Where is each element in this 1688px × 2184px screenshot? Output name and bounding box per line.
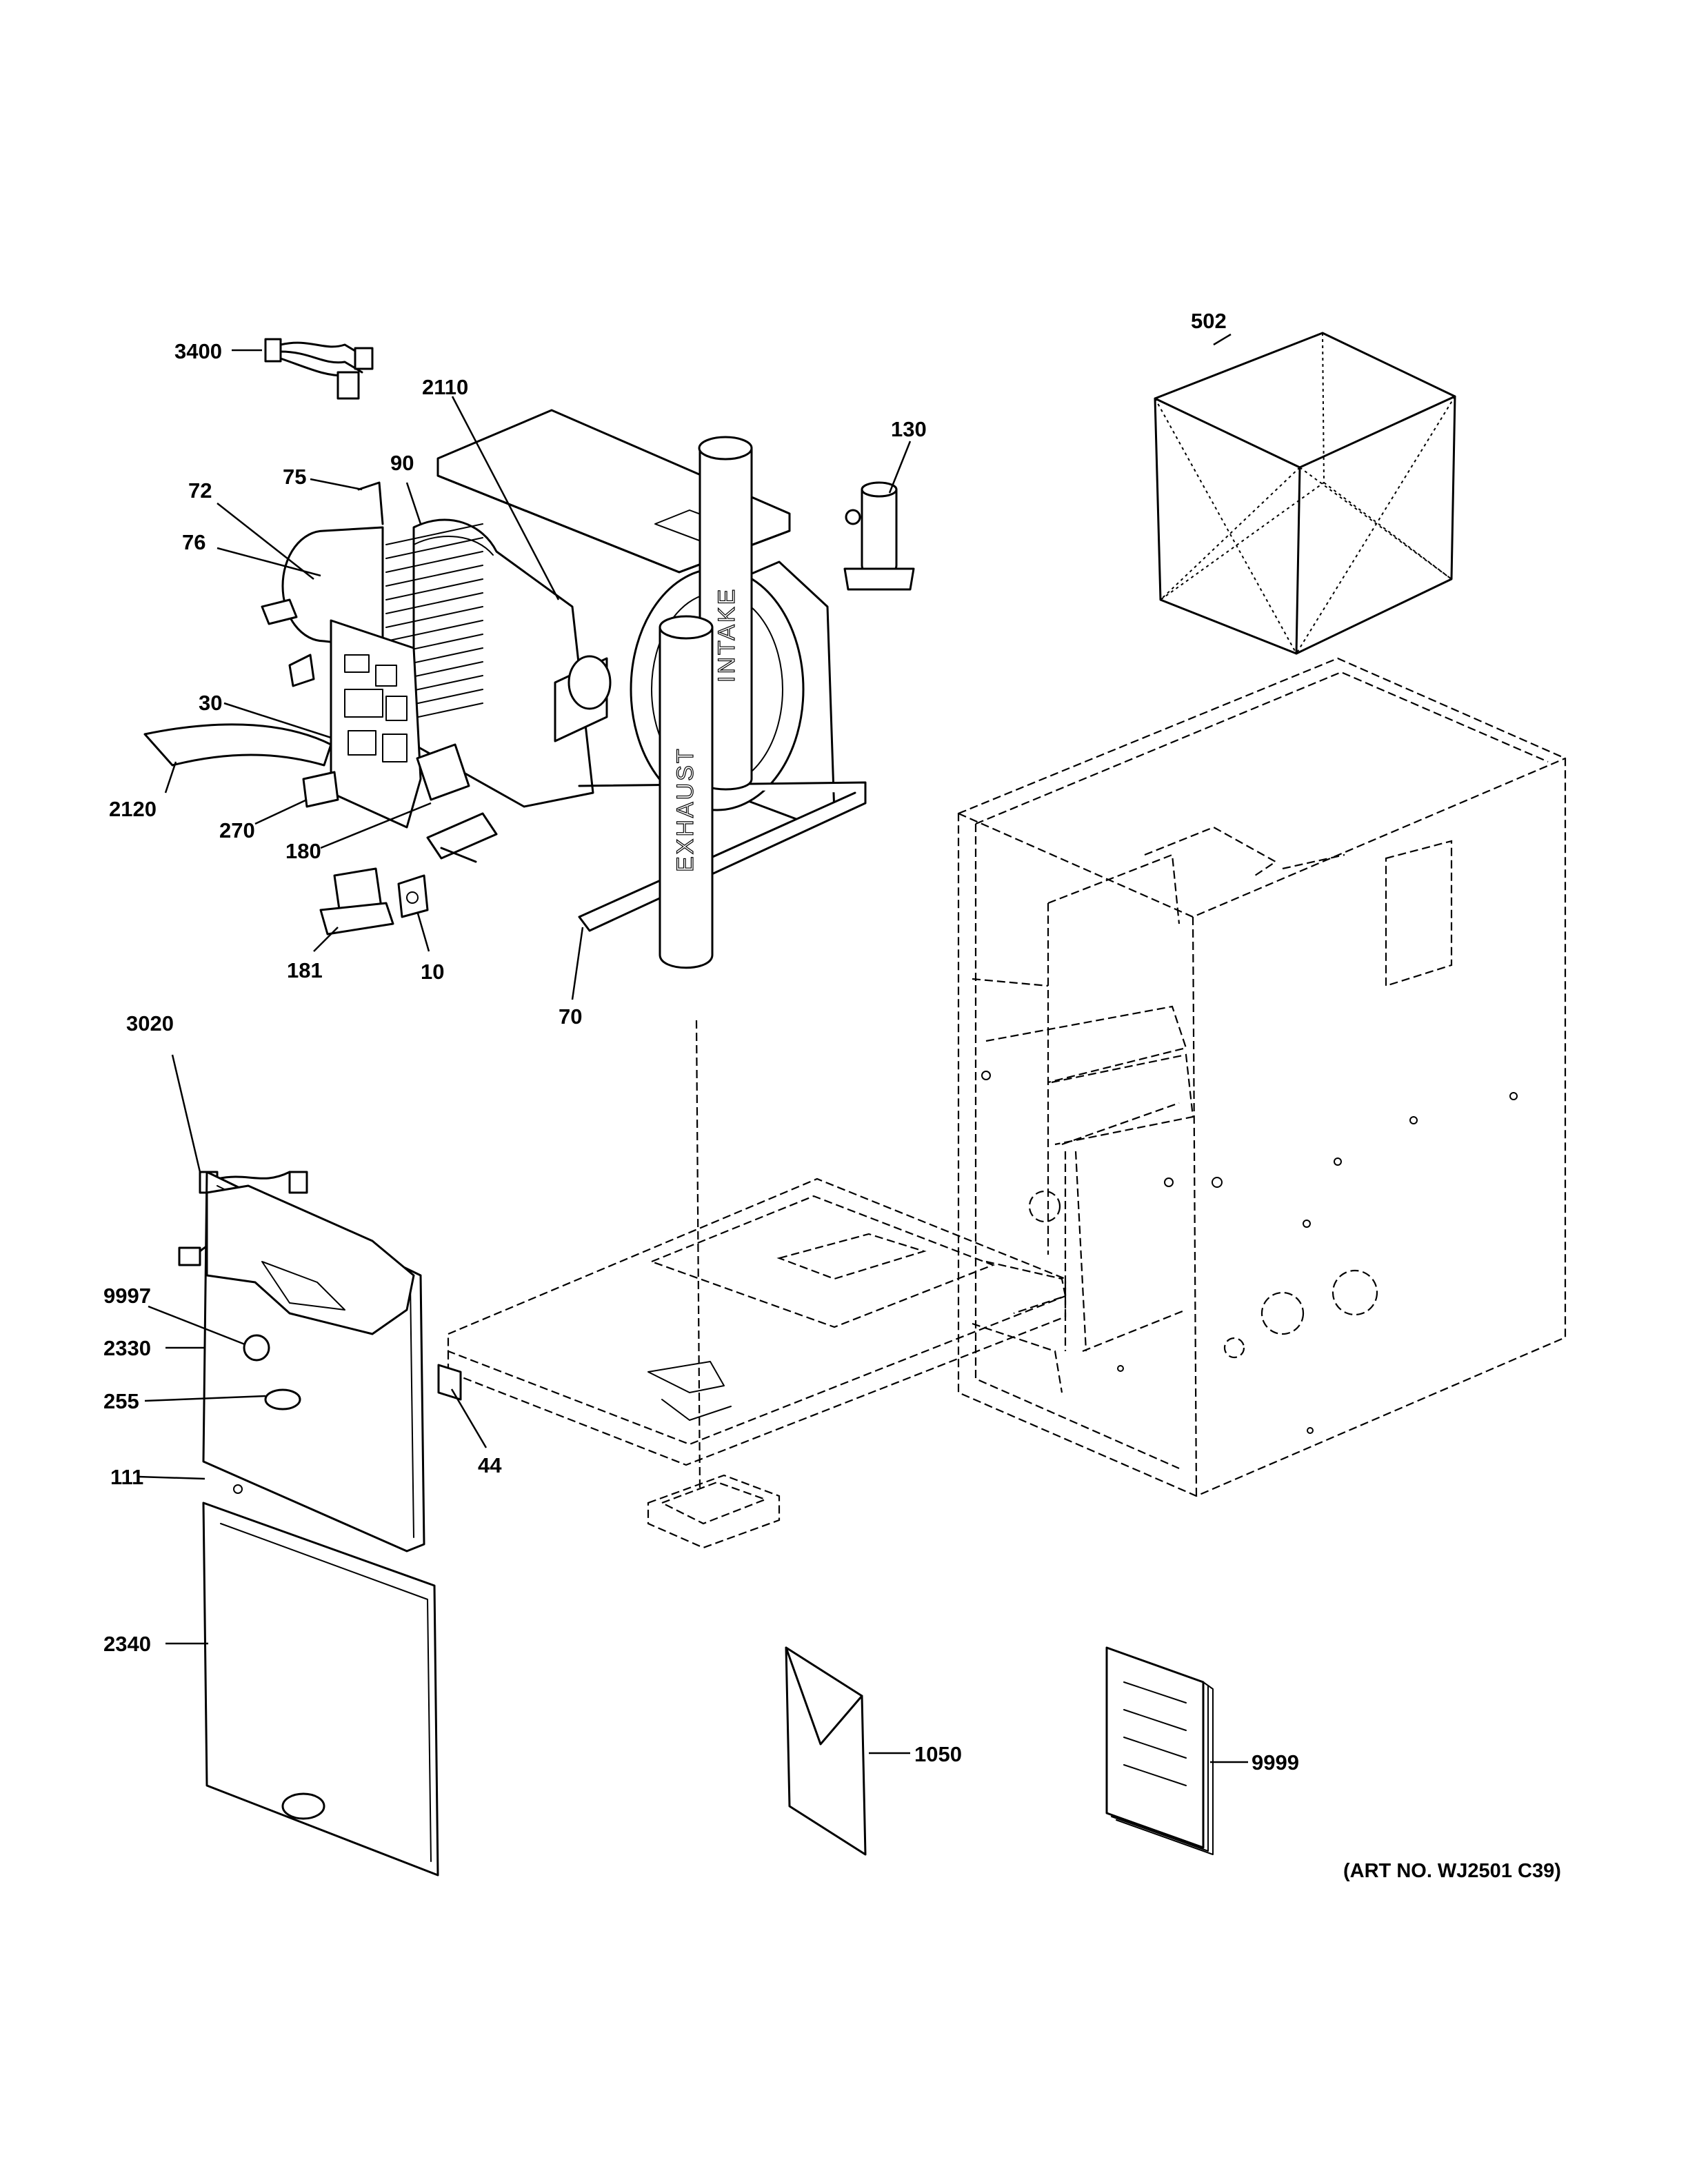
callout-181: 181	[287, 958, 323, 982]
pressure-switch	[397, 874, 429, 918]
callout-90: 90	[390, 451, 414, 475]
callout-9999: 9999	[1252, 1750, 1299, 1775]
filter-box	[1154, 332, 1456, 655]
callout-9997: 9997	[103, 1284, 151, 1308]
callout-70: 70	[559, 1004, 582, 1029]
wire-harness-3400	[264, 338, 374, 400]
callout-76: 76	[182, 530, 205, 554]
callout-255: 255	[103, 1389, 139, 1413]
base-plate	[447, 1020, 1067, 1549]
art-number: (ART NO. WJ2501 C39)	[1343, 1860, 1561, 1882]
callout-44: 44	[478, 1453, 502, 1477]
callout-3020: 3020	[126, 1011, 174, 1035]
callout-10: 10	[421, 960, 444, 984]
callout-130: 130	[891, 417, 927, 441]
callout-502: 502	[1191, 309, 1227, 333]
intake-pipe-label: INTAKE	[714, 587, 740, 682]
envelope	[785, 1646, 867, 1856]
callout-1050: 1050	[914, 1742, 962, 1766]
callout-72: 72	[188, 478, 212, 503]
leader-lines	[137, 333, 1248, 1763]
callout-2110: 2110	[422, 375, 468, 399]
blower-assembly	[143, 409, 867, 932]
callout-75: 75	[283, 465, 306, 489]
callout-labels: 3400 2110 502 130 75 90 72 76 30 2120 27…	[103, 309, 1299, 1775]
cabinet-outline	[957, 657, 1567, 1497]
upper-door-panel	[202, 1171, 425, 1553]
exhaust-pipe-label: EXHAUST	[672, 747, 699, 872]
callout-180: 180	[285, 839, 321, 863]
vent-pipes: EXHAUST INTAKE	[659, 436, 753, 969]
callout-30: 30	[199, 691, 222, 715]
transformer	[319, 867, 394, 936]
callout-111: 111	[110, 1465, 143, 1489]
callout-3400: 3400	[174, 339, 222, 363]
callout-2120: 2120	[109, 797, 157, 821]
callout-270: 270	[219, 818, 255, 842]
callout-2340: 2340	[103, 1632, 151, 1656]
manual-booklet	[1105, 1646, 1214, 1855]
callout-2330: 2330	[103, 1336, 151, 1360]
drain-fitting	[843, 481, 915, 591]
control-board	[330, 619, 422, 829]
lower-door-panel	[202, 1502, 439, 1877]
door-switch	[437, 1364, 462, 1401]
